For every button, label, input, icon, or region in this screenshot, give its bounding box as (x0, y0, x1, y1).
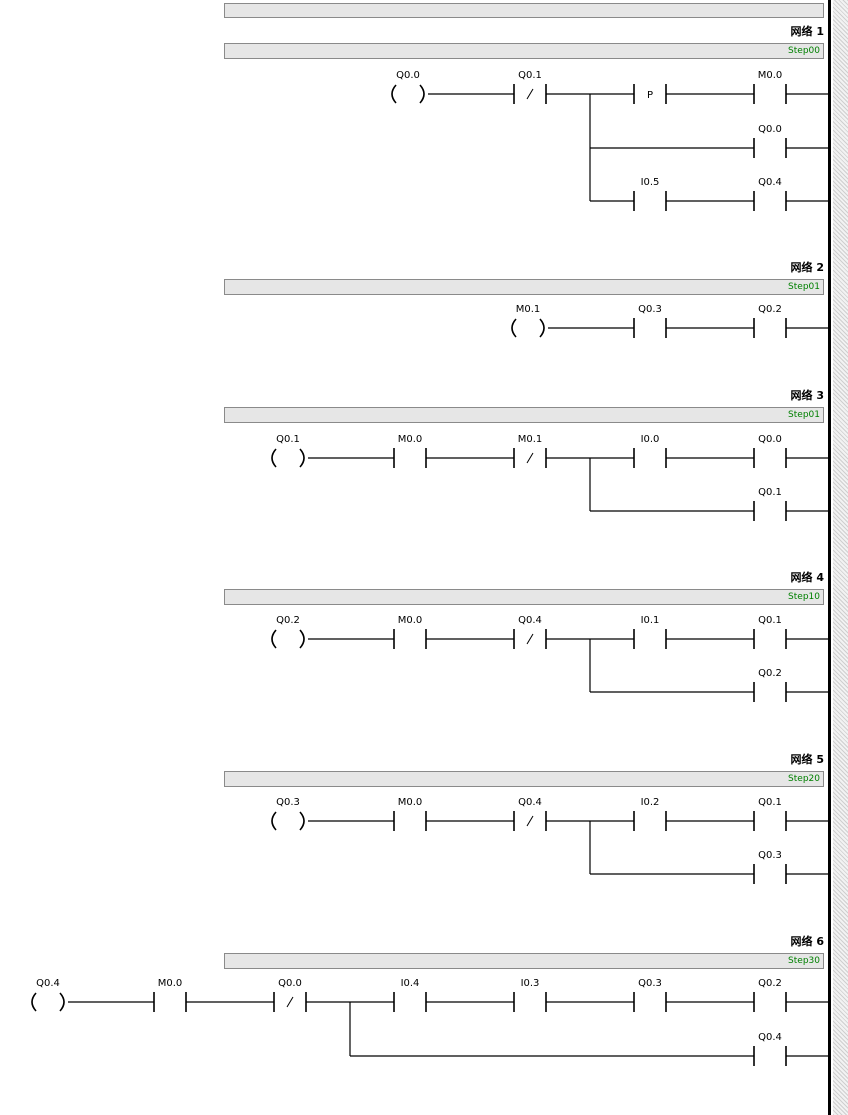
n4-contact-branch[interactable]: Q0.2 (753, 668, 787, 702)
svg-text:Q0.1: Q0.1 (758, 797, 782, 808)
svg-text:Q0.4: Q0.4 (518, 615, 542, 626)
n2-contact-q03[interactable]: Q0.3 (633, 304, 667, 338)
n3-contact-2[interactable]: I0.0 (633, 434, 667, 468)
network-4-comment-bar[interactable]: Step10 (224, 589, 824, 605)
n1-contact-q01[interactable]: Q0.1 (513, 70, 547, 104)
n5-coil[interactable]: Q0.3 (271, 797, 305, 831)
n4-contact-2[interactable]: I0.1 (633, 615, 667, 649)
svg-text:Q0.3: Q0.3 (758, 850, 782, 861)
svg-text:Q0.2: Q0.2 (276, 615, 300, 626)
svg-text:Q0.0: Q0.0 (278, 978, 302, 989)
n1-contact-q04[interactable]: Q0.4 (753, 177, 787, 211)
svg-text:M0.1: M0.1 (518, 434, 543, 445)
n1-contact-i05[interactable]: I0.5 (633, 177, 667, 211)
network-4-comment: Step10 (788, 592, 820, 602)
svg-text:Q0.1: Q0.1 (758, 487, 782, 498)
n6-contact-m00[interactable]: M0.0 (153, 978, 187, 1012)
svg-text:M0.0: M0.0 (158, 978, 183, 989)
svg-text:M0.0: M0.0 (758, 70, 783, 81)
n6-contact-q04[interactable]: Q0.4 (753, 1032, 787, 1066)
svg-text:M0.0: M0.0 (398, 615, 423, 626)
network-3-label[interactable]: 网络 3 (790, 389, 824, 402)
svg-text:Q0.3: Q0.3 (638, 978, 662, 989)
network-5-label[interactable]: 网络 5 (790, 753, 824, 766)
svg-text:Q0.1: Q0.1 (518, 70, 542, 81)
svg-text:I0.0: I0.0 (641, 434, 660, 445)
network-5-comment: Step20 (788, 774, 820, 784)
n5-contact-1[interactable]: Q0.1 (753, 797, 787, 831)
network-1-comment-bar[interactable]: Step00 (224, 43, 824, 59)
n4-coil[interactable]: Q0.2 (271, 615, 305, 649)
svg-text:Q0.0: Q0.0 (758, 124, 782, 135)
n5-contact-branch[interactable]: Q0.3 (753, 850, 787, 884)
network-5-comment-bar[interactable]: Step20 (224, 771, 824, 787)
svg-text:P: P (647, 90, 653, 101)
n3-contact-1[interactable]: Q0.0 (753, 434, 787, 468)
svg-text:Q0.2: Q0.2 (758, 668, 782, 679)
n1-contact-p[interactable]: P (633, 84, 667, 104)
svg-text:Q0.0: Q0.0 (758, 434, 782, 445)
n4-contact-1[interactable]: Q0.1 (753, 615, 787, 649)
n6-contact-i04[interactable]: I0.4 (393, 978, 427, 1012)
svg-text:M0.0: M0.0 (398, 434, 423, 445)
svg-text:Q0.1: Q0.1 (276, 434, 300, 445)
n4-contact-3[interactable]: Q0.4 (513, 615, 547, 649)
svg-text:Q0.4: Q0.4 (518, 797, 542, 808)
scrollbar-track[interactable] (833, 0, 848, 1115)
svg-text:Q0.4: Q0.4 (36, 978, 60, 989)
svg-text:I0.5: I0.5 (641, 177, 660, 188)
n6-contact-q03[interactable]: Q0.3 (633, 978, 667, 1012)
n5-contact-4[interactable]: M0.0 (393, 797, 427, 831)
n3-contact-4[interactable]: M0.0 (393, 434, 427, 468)
network-4-label[interactable]: 网络 4 (790, 571, 824, 584)
network-2-label[interactable]: 网络 2 (790, 261, 824, 274)
svg-text:Q0.4: Q0.4 (758, 1032, 782, 1043)
n6-coil[interactable]: Q0.4 (31, 978, 65, 1012)
editor-header-bar (224, 3, 824, 18)
n1-contact-q00[interactable]: Q0.0 (753, 124, 787, 158)
svg-text:Q0.3: Q0.3 (276, 797, 300, 808)
network-2-comment-bar[interactable]: Step01 (224, 279, 824, 295)
n5-contact-2[interactable]: I0.2 (633, 797, 667, 831)
n6-contact-i03[interactable]: I0.3 (513, 978, 547, 1012)
n4-contact-4[interactable]: M0.0 (393, 615, 427, 649)
svg-text:Q0.2: Q0.2 (758, 978, 782, 989)
network-2-comment: Step01 (788, 282, 820, 292)
n6-contact-q00[interactable]: Q0.0 (273, 978, 307, 1012)
network-3-comment-bar[interactable]: Step01 (224, 407, 824, 423)
n2-coil[interactable]: M0.1 (511, 304, 545, 338)
svg-text:M0.0: M0.0 (398, 797, 423, 808)
n3-coil[interactable]: Q0.1 (271, 434, 305, 468)
n1-contact-m00[interactable]: M0.0 (753, 70, 787, 104)
svg-text:I0.1: I0.1 (641, 615, 660, 626)
svg-text:Q0.1: Q0.1 (758, 615, 782, 626)
n1-coil[interactable]: Q0.0 (391, 70, 425, 104)
svg-text:I0.3: I0.3 (521, 978, 540, 989)
n3-contact-3[interactable]: M0.1 (513, 434, 547, 468)
svg-text:Q0.3: Q0.3 (638, 304, 662, 315)
network-1-label[interactable]: 网络 1 (790, 25, 824, 38)
network-6-comment-bar[interactable]: Step30 (224, 953, 824, 969)
power-rail (828, 0, 831, 1115)
svg-text:M0.1: M0.1 (516, 304, 541, 315)
n5-contact-3[interactable]: Q0.4 (513, 797, 547, 831)
svg-text:I0.4: I0.4 (401, 978, 420, 989)
n2-contact-q02[interactable]: Q0.2 (753, 304, 787, 338)
n6-contact-q02[interactable]: Q0.2 (753, 978, 787, 1012)
network-6-label[interactable]: 网络 6 (790, 935, 824, 948)
svg-text:Q0.0: Q0.0 (396, 70, 420, 81)
n3-contact-branch[interactable]: Q0.1 (753, 487, 787, 521)
svg-text:Q0.2: Q0.2 (758, 304, 782, 315)
network-6-comment: Step30 (788, 956, 820, 966)
network-1-comment: Step00 (788, 46, 820, 56)
svg-text:I0.2: I0.2 (641, 797, 660, 808)
svg-text:Q0.4: Q0.4 (758, 177, 782, 188)
network-3-comment: Step01 (788, 410, 820, 420)
